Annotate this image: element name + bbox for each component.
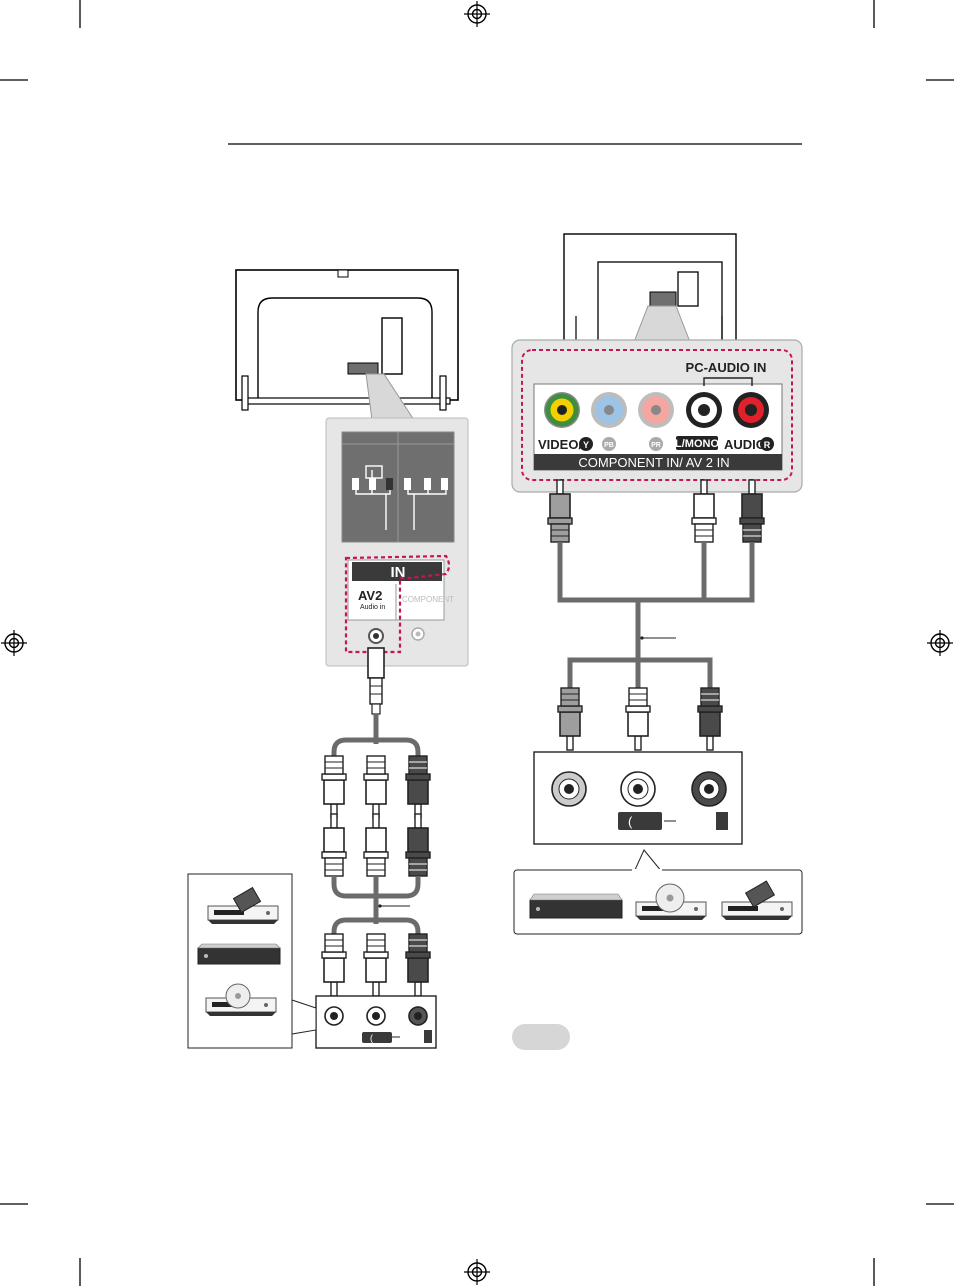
pb-badge: PB (604, 442, 614, 449)
component-bar-label: COMPONENT IN/ AV 2 IN (578, 455, 729, 470)
device-list-right (514, 870, 802, 934)
svg-text:(: ( (628, 814, 633, 829)
device-plugs-left (322, 934, 430, 996)
component-label: COMPONENT (402, 595, 454, 604)
registration-mark-icon (1, 630, 27, 656)
video-y-label: VIDEO/ (538, 437, 582, 452)
registration-mark-icon (464, 1, 490, 27)
registration-mark-icon (927, 630, 953, 656)
tv-rear-left (236, 270, 458, 410)
device-jack-panel-left: ( (316, 996, 436, 1048)
set-top-box-icon (530, 894, 622, 918)
device-list-left (188, 874, 292, 1048)
svg-text:(: ( (370, 1033, 373, 1043)
lmono-label: L/MONO (675, 438, 719, 450)
pc-audio-label: PC-AUDIO IN (686, 360, 767, 375)
audio-label: AUDIO (724, 437, 766, 452)
r-badge: R (764, 440, 771, 450)
pr-badge: PR (651, 442, 661, 449)
y-badge: Y (583, 440, 589, 450)
device-callout-left (292, 1000, 316, 1034)
component-cable (560, 542, 752, 690)
component-plugs-bottom (558, 688, 722, 750)
device-jack-panel-right: ( (534, 752, 742, 844)
left-jack-panel: IN AV2 Audio in COMPONENT (326, 418, 468, 666)
component-jack-panel: PC-AUDIO IN VIDEO/ Y PB PR L/MONO AUDIO … (512, 340, 802, 492)
registration-mark-icon (464, 1259, 490, 1285)
set-top-box-icon (198, 944, 280, 964)
device-callout-right (634, 850, 662, 872)
adapter-plugs (322, 756, 430, 876)
note-badge (512, 1024, 570, 1050)
audio-in-label: Audio in (360, 604, 385, 611)
av2-label: AV2 (358, 588, 382, 603)
